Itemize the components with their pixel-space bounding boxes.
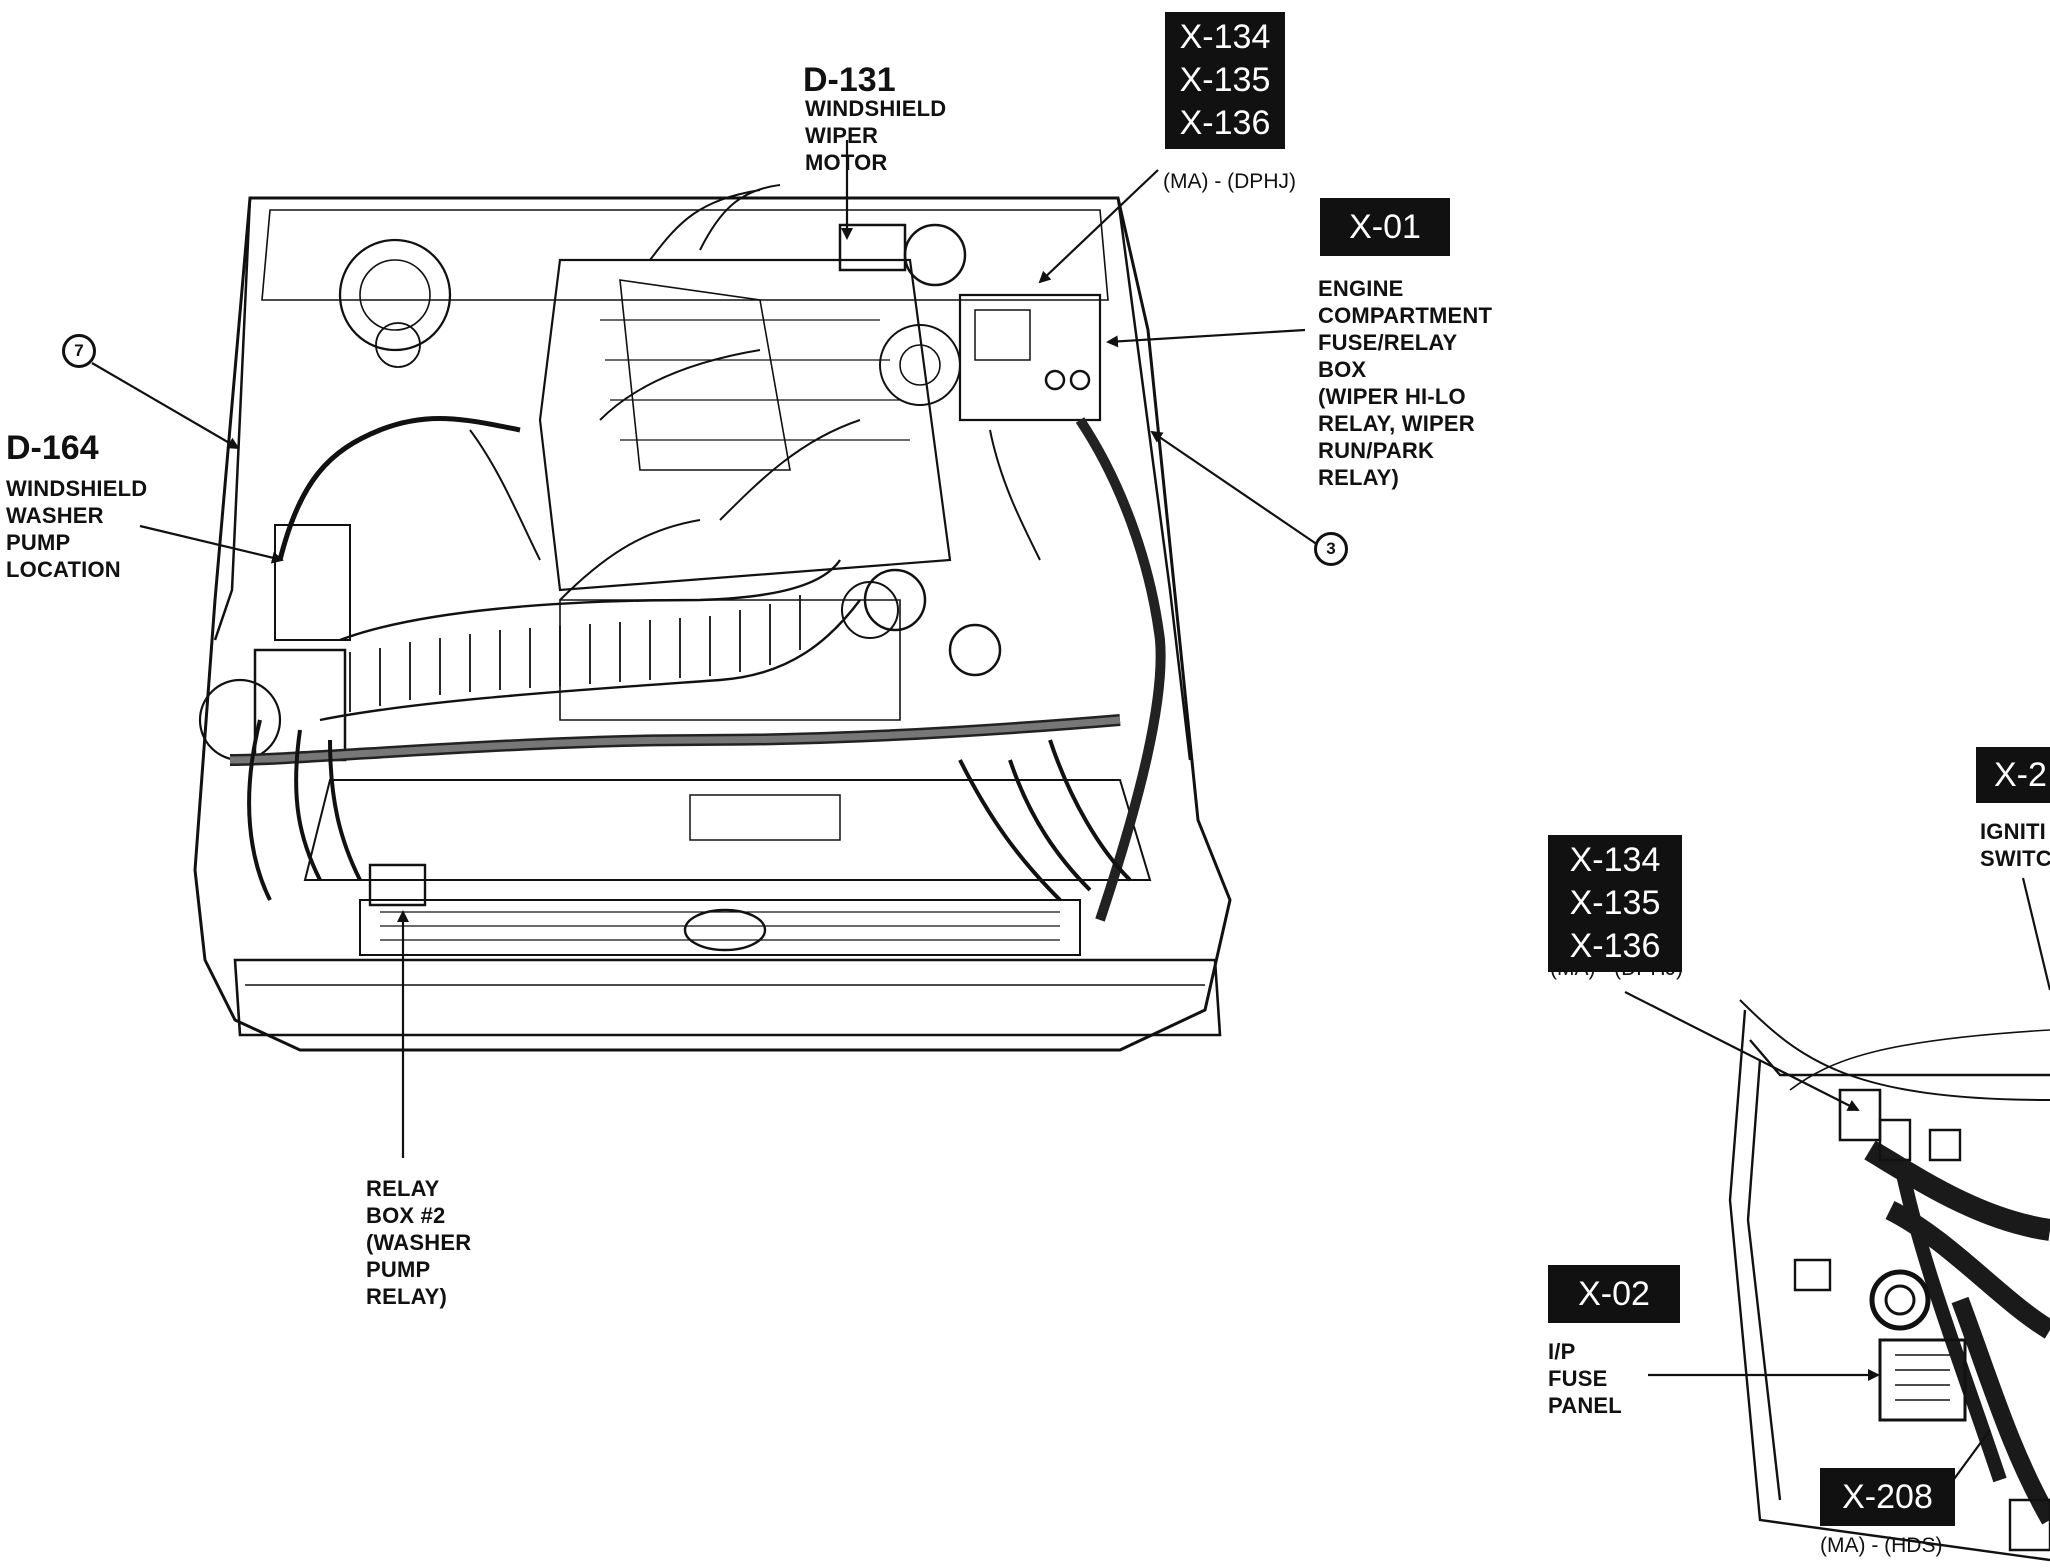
dashboard-drawing	[1728, 999, 2050, 1562]
x02-line: FUSE	[1548, 1366, 1608, 1391]
d164-code: D-164	[6, 429, 99, 467]
engine-compartment-drawing	[193, 184, 1232, 1052]
x134-top-line: X-135	[1179, 61, 1271, 99]
x2-partial-line: IGNITI	[1980, 819, 2046, 844]
x134-lower-line: X-136	[1569, 927, 1661, 965]
d164-description: WINDSHIELD WASHER PUMP LOCATION	[6, 475, 147, 583]
x2-partial-description: IGNITI SWITC	[1980, 818, 2050, 872]
d131-line: MOTOR	[805, 150, 888, 175]
relay-box-line: PUMP	[366, 1257, 431, 1282]
x208-note: (MA) - (HDS)	[1820, 1534, 1943, 1557]
relay-box-line: (WASHER	[366, 1230, 472, 1255]
x01-line: (WIPER HI-LO	[1318, 384, 1466, 409]
x01-description: ENGINE COMPARTMENT FUSE/RELAY BOX (WIPER…	[1318, 275, 1492, 491]
x134-top-note: (MA) - (DPHJ)	[1163, 170, 1296, 193]
x134-lower-note: (MA) - (DPHJ)	[1550, 957, 1683, 980]
x01-line: RELAY)	[1318, 465, 1400, 490]
x01-line: COMPARTMENT	[1318, 303, 1493, 328]
d131-line: WINDSHIELD	[805, 96, 947, 121]
relay-box-line: RELAY	[366, 1176, 440, 1201]
dashboard-leader-lines	[1624, 877, 2050, 1506]
x01-line: RUN/PARK	[1318, 438, 1435, 463]
x134-top-line: X-136	[1179, 104, 1271, 142]
x02-description: I/P FUSE PANEL	[1548, 1338, 1622, 1419]
x134-lower-box: X-134 X-135 X-136	[1548, 835, 1682, 972]
d164-line: WASHER	[6, 503, 104, 528]
callout-3: 3	[1314, 532, 1348, 566]
x01-box: X-01	[1320, 198, 1450, 256]
x134-top-line: X-134	[1179, 18, 1271, 56]
x208-box: X-208	[1820, 1468, 1955, 1526]
d131-line: WIPER	[805, 123, 879, 148]
callout-7: 7	[62, 334, 96, 368]
x134-lower-line: X-135	[1569, 884, 1661, 922]
d131-code: D-131	[803, 61, 896, 99]
d164-line: WINDSHIELD	[6, 476, 148, 501]
x02-line: I/P	[1548, 1339, 1576, 1364]
x02-box: X-02	[1548, 1265, 1680, 1323]
x02-line: PANEL	[1548, 1393, 1622, 1418]
d131-description: WINDSHIELD WIPER MOTOR	[805, 95, 946, 176]
x2-partial-box: X-2	[1976, 747, 2050, 803]
engine-leader-lines	[91, 140, 1319, 1158]
relay-box-line: BOX #2	[366, 1203, 446, 1228]
x2-partial-line: SWITC	[1980, 846, 2050, 871]
relay-box-description: RELAY BOX #2 (WASHER PUMP RELAY)	[366, 1175, 471, 1310]
x01-line: ENGINE	[1318, 276, 1404, 301]
x01-line: FUSE/RELAY	[1318, 330, 1458, 355]
x01-line: RELAY, WIPER	[1318, 411, 1475, 436]
d164-line: PUMP	[6, 530, 71, 555]
x134-lower-line: X-134	[1569, 841, 1661, 879]
x01-line: BOX	[1318, 357, 1367, 382]
d164-line: LOCATION	[6, 557, 121, 582]
x134-top-box: X-134 X-135 X-136	[1165, 12, 1285, 149]
relay-box-line: RELAY)	[366, 1284, 448, 1309]
